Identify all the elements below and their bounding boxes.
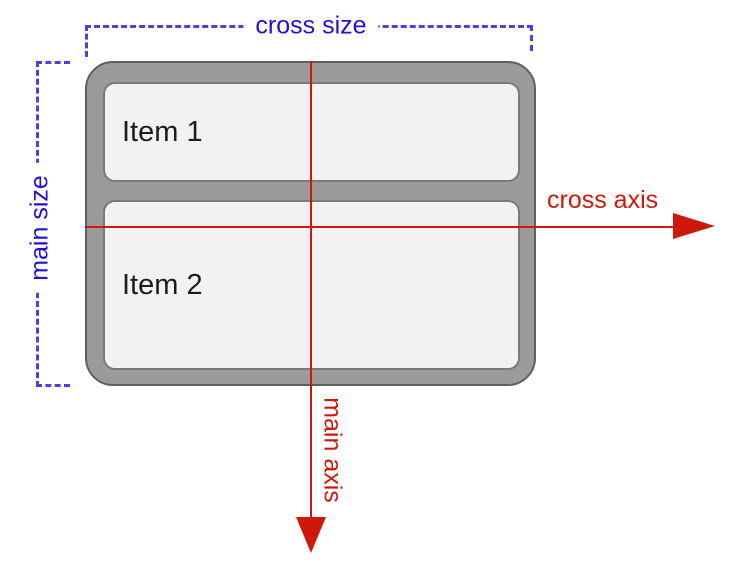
cross-size-bracket-tick-left — [85, 25, 88, 57]
main-size-bracket-tick-bottom — [36, 384, 70, 387]
main-size-bracket-tick-top — [36, 61, 70, 64]
cross-axis-label: cross axis — [547, 186, 659, 214]
main-axis-line — [310, 61, 312, 517]
cross-axis-arrowhead-icon — [673, 213, 715, 239]
cross-axis-line — [85, 226, 675, 228]
cross-size-bracket-tick-right — [530, 25, 533, 51]
main-size-label: main size — [25, 163, 55, 293]
flex-item-2-label: Item 2 — [122, 268, 203, 301]
cross-size-label: cross size — [243, 11, 379, 41]
flex-item-1-label: Item 1 — [122, 115, 203, 148]
main-axis-arrowhead-icon — [296, 517, 326, 553]
main-axis-label: main axis — [318, 397, 347, 503]
